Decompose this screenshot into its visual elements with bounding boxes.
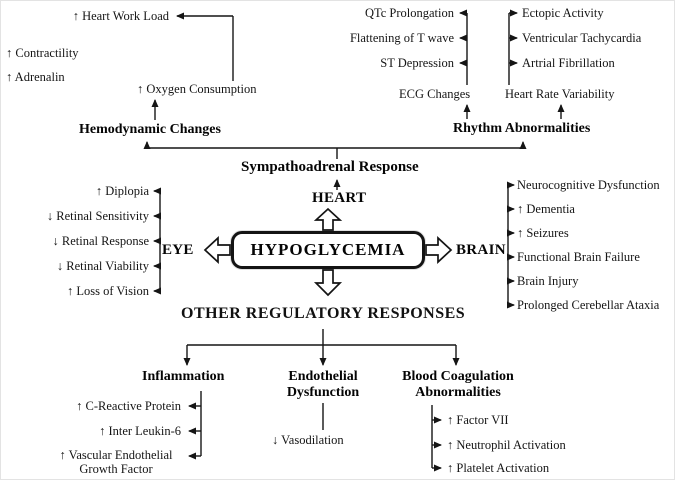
label-artrial-fibrillation: Artrial Fibrillation: [522, 56, 615, 70]
label-loss-of-vision: ↑ Loss of Vision: [66, 284, 149, 298]
section-title-endothelial-dysfunction: Endothelial Dysfunction: [273, 369, 373, 401]
label-ectopic-activity: Ectopic Activity: [522, 6, 604, 20]
label-heart: HEART: [312, 190, 367, 206]
label-t-wave-flattening: Flattening of T wave: [349, 31, 454, 45]
label-ecg-changes: ECG Changes: [399, 87, 471, 101]
label-functional-brain-failure: Functional Brain Failure: [517, 250, 640, 264]
label-vegf: ↑ Vascular Endothelial Growth Factor: [59, 448, 173, 476]
coagulation-title-line2: Abnormalities: [415, 385, 501, 400]
label-heart-rate-variability: Heart Rate Variability: [505, 87, 615, 101]
label-retinal-sensitivity: ↓ Retinal Sensitivity: [46, 209, 149, 223]
label-cerebellar-ataxia: Prolonged Cerebellar Ataxia: [517, 298, 660, 312]
label-oxygen-consumption: ↑ Oxygen Consumption: [137, 82, 257, 96]
section-title-blood-coagulation: Blood Coagulation Abnormalities: [393, 369, 523, 401]
label-sympathoadrenal-response: Sympathoadrenal Response: [241, 159, 419, 175]
label-diplopia: ↑ Diplopia: [95, 184, 149, 198]
hollow-arrow-left-eye: [203, 236, 231, 264]
label-platelet-activation: ↑ Platelet Activation: [447, 461, 550, 475]
hollow-arrow-right-brain: [425, 236, 453, 264]
section-title-hemodynamic-changes: Hemodynamic Changes: [79, 122, 221, 137]
label-qtc-prolongation: QTc Prolongation: [364, 6, 454, 20]
endothelial-title-line1: Endothelial: [288, 369, 358, 384]
label-c-reactive-protein: ↑ C-Reactive Protein: [76, 399, 181, 413]
label-other-regulatory-responses: OTHER REGULATORY RESPONSES: [181, 305, 466, 322]
label-retinal-response: ↓ Retinal Response: [52, 234, 149, 248]
label-neutrophil-activation: ↑ Neutrophil Activation: [447, 438, 566, 452]
hollow-arrow-up-heart: [313, 207, 343, 231]
label-seizures: ↑ Seizures: [517, 226, 569, 240]
coagulation-title-line1: Blood Coagulation: [402, 369, 514, 384]
label-inter-leukin-6: ↑ Inter Leukin-6: [99, 424, 181, 438]
section-title-rhythm-abnormalities: Rhythm Abnormalities: [453, 121, 591, 136]
section-title-inflammation: Inflammation: [142, 369, 225, 384]
label-retinal-viability: ↓ Retinal Viability: [56, 259, 149, 273]
label-adrenalin: ↑ Adrenalin: [6, 70, 65, 84]
label-factor-vii: ↑ Factor VII: [447, 413, 509, 427]
hollow-arrow-down-other: [313, 269, 343, 297]
label-brain-injury: Brain Injury: [517, 274, 579, 288]
label-st-depression: ST Depression: [380, 56, 454, 70]
label-dementia: ↑ Dementia: [517, 202, 575, 216]
label-heart-work-load: ↑ Heart Work Load: [72, 9, 169, 23]
label-brain: BRAIN: [456, 242, 506, 258]
label-neurocognitive-dysfunction: Neurocognitive Dysfunction: [517, 178, 660, 192]
label-eye: EYE: [162, 242, 194, 258]
label-ventricular-tachycardia: Ventricular Tachycardia: [522, 31, 642, 45]
label-contractility: ↑ Contractility: [6, 46, 79, 60]
label-vasodilation: ↓ Vasodilation: [272, 433, 344, 447]
endothelial-title-line2: Dysfunction: [286, 385, 360, 400]
node-hypoglycemia: HYPOGLYCEMIA: [231, 231, 425, 269]
